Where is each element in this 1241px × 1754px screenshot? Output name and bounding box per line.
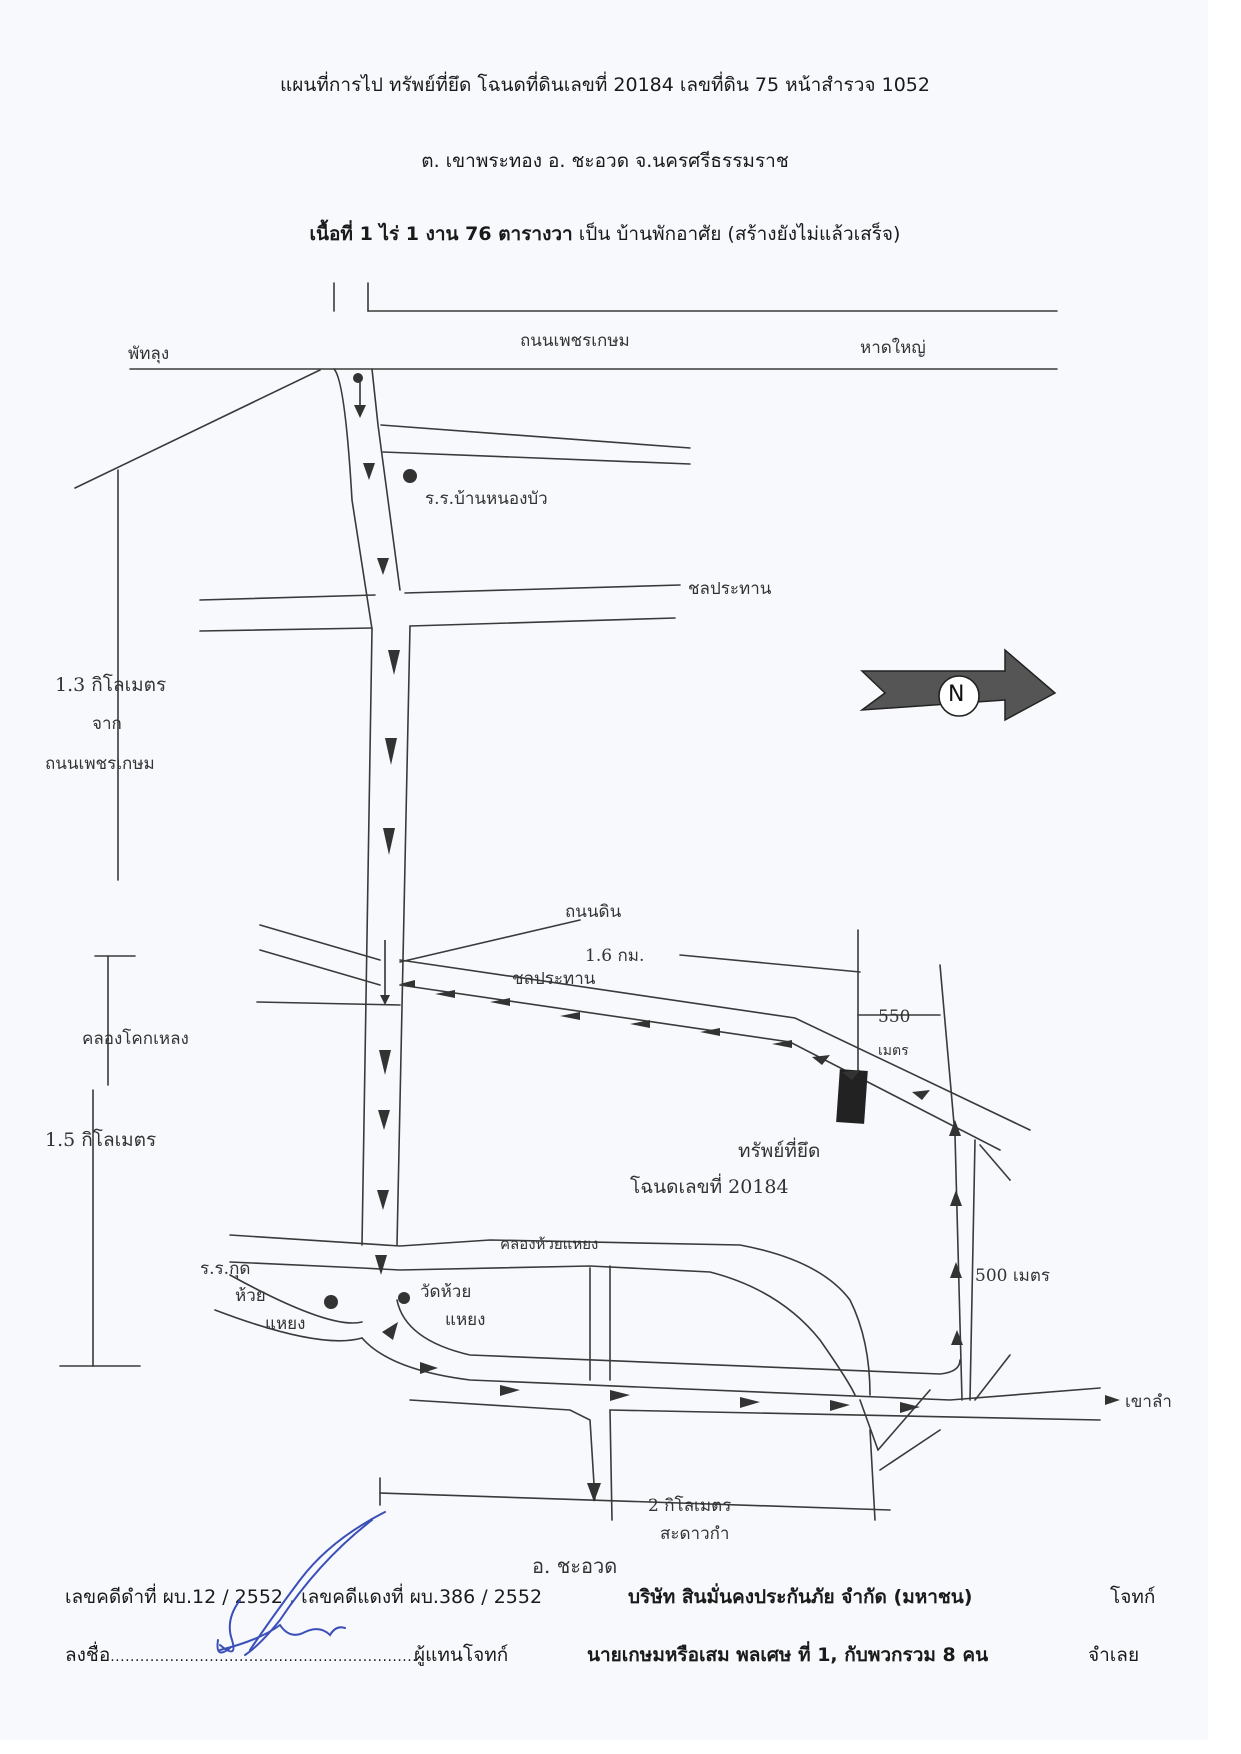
label-phetkasem-road: ถนนเพชรเกษม xyxy=(520,331,630,351)
side-road-top-2 xyxy=(382,451,691,465)
label-irrigation-mid: ชลประทาน xyxy=(512,969,596,989)
plaintiff-label: โจทก์ xyxy=(1110,1586,1155,1608)
side-road-top-1 xyxy=(380,424,691,449)
canal-bottom xyxy=(229,1261,856,1396)
right-road-east-right xyxy=(969,1139,976,1401)
label-hatyai: หาดใหญ่ xyxy=(860,338,926,358)
dirt-road-leader xyxy=(399,919,581,963)
label-chawat: อ. ชะอวด xyxy=(532,1554,618,1578)
defendant-label: จำเลย xyxy=(1088,1644,1140,1666)
road-lower-left-2 xyxy=(229,1274,363,1324)
cross-road-1-top xyxy=(199,594,376,601)
road-south-right-lower xyxy=(609,1409,613,1521)
label-school-ban-nong-bua: ร.ร.บ้านหนองบัว xyxy=(425,489,548,509)
label-distance-1-6: 1.6 กม. xyxy=(585,946,645,966)
header-line-3: เนื้อที่ 1 ไร่ 1 งาน 76 ตารางวา เป็น บ้า… xyxy=(0,219,1210,249)
cross-road-1-bottom-r xyxy=(409,617,676,627)
road-curve-lower-2 xyxy=(877,1389,931,1451)
arrow-to-khao-lam xyxy=(1105,1395,1120,1405)
road-east-branch xyxy=(974,1354,1011,1401)
label-from-phetkasem: ถนนเพชรเกษม xyxy=(45,754,155,774)
label-khao-lam: เขาลำ xyxy=(1125,1392,1172,1412)
temple-dot xyxy=(398,1292,410,1304)
header-area: เนื้อที่ 1 ไร่ 1 งาน 76 ตารางวา xyxy=(309,223,573,245)
leader-line-left xyxy=(74,369,321,489)
canal-road-left-2 xyxy=(259,949,381,986)
sign-dots: ........................................… xyxy=(110,1649,418,1665)
dim-1-6 xyxy=(679,954,861,973)
label-distance-2km: 2 กิโลเมตร xyxy=(648,1496,732,1516)
start-arrow-head xyxy=(354,405,366,418)
label-dirt-road: ถนนดิน xyxy=(565,902,622,922)
label-meters-550: เมตร xyxy=(878,1043,909,1059)
canal-left-line xyxy=(256,1001,401,1006)
label-deed-number: โฉนดเลขที่ 20184 xyxy=(630,1176,789,1198)
right-road-1 xyxy=(939,964,956,1136)
south-road-top-inner xyxy=(396,1299,961,1375)
south-road-top xyxy=(361,1337,1101,1401)
main-road-right-mid xyxy=(396,625,411,1246)
header-usage: เป็น บ้านพักอาศัย (สร้างยังไม่แล้วเสร็จ) xyxy=(578,223,901,245)
canal-road-left-1 xyxy=(259,924,381,961)
route-arrows-south xyxy=(363,463,601,1502)
header-line-2: ต. เขาพระทอง อ. ชะอวด จ.นครศรีธรรมราช xyxy=(421,150,789,172)
dim-2km-line xyxy=(379,1492,891,1511)
label-temple: วัดห้วย xyxy=(420,1282,472,1302)
label-distance-500: 500 เมตร xyxy=(975,1266,1051,1286)
route-arrows-east xyxy=(382,1322,920,1413)
label-school-kut: ร.ร.กุด xyxy=(200,1259,251,1279)
label-distance-550: 550 xyxy=(878,1007,911,1027)
road-curve-lower-1 xyxy=(859,1399,879,1451)
road-curve-lower-3 xyxy=(869,1429,876,1521)
plaintiff-company: บริษัท สินมั่นคงประกันภัย จำกัด (มหาชน) xyxy=(628,1586,973,1608)
cross-road-1-bottom xyxy=(199,627,373,632)
school-ban-nong-bua-dot xyxy=(403,469,417,483)
label-irrigation-top: ชลประทาน xyxy=(688,579,772,599)
label-seized-property: ทรัพย์ที่ยึด xyxy=(738,1140,821,1162)
cross-road-1-top-r xyxy=(404,584,681,594)
main-road-left-mid xyxy=(361,628,373,1246)
south-road-bottom-right xyxy=(609,1409,1101,1421)
label-distance-1-3: 1.3 กิโลเมตร xyxy=(55,674,167,696)
label-canal-huai-haeng: คลองห้วยแหยง xyxy=(500,1235,599,1253)
sign-prefix: ลงชื่อ xyxy=(65,1644,111,1666)
north-label: N xyxy=(948,682,965,707)
page-edge xyxy=(1208,0,1241,1754)
right-road-east-left xyxy=(954,1134,963,1401)
label-sadao: สะดาวกำ xyxy=(660,1524,730,1544)
defendant-name: นายเกษมหรือเสม พลเศษ ที่ 1, กับพวกรวม 8 … xyxy=(587,1644,989,1666)
label-phatthalung: พัทลุง xyxy=(128,344,170,364)
sign-role: ผู้แทนโจทก์ xyxy=(414,1644,509,1666)
case-numbers: เลขคดีดำที่ ผบ.12 / 2552 , เลขคดีแดงที่ … xyxy=(65,1586,543,1608)
label-school-kut-2: ห้วย xyxy=(235,1286,266,1306)
road-curve-lower-4 xyxy=(879,1429,941,1471)
right-road-branch xyxy=(979,1144,1011,1181)
label-canal-khok-leng: คลองโคกเหลง xyxy=(82,1029,189,1049)
label-school-kut-3: แหยง xyxy=(265,1314,306,1334)
route-arrows-north xyxy=(949,1120,963,1345)
seized-property-marker xyxy=(836,1069,868,1124)
signature-line: ลงชื่อ..................................… xyxy=(65,1640,417,1670)
route-arrows-west xyxy=(400,980,930,1100)
north-arrow-icon xyxy=(859,648,1057,722)
label-from: จาก xyxy=(92,714,122,734)
label-temple-2: แหยง xyxy=(445,1310,486,1330)
main-road-right-upper xyxy=(371,368,401,591)
road-lower-left-1 xyxy=(214,1309,363,1342)
south-road-bottom-left xyxy=(409,1399,596,1501)
canal-top xyxy=(229,1234,871,1396)
main-road-left-upper xyxy=(333,368,373,630)
turn-arrow-head xyxy=(380,995,390,1005)
label-distance-1-5: 1.5 กิโลเมตร xyxy=(45,1129,157,1151)
document-page xyxy=(0,0,1210,1740)
start-point xyxy=(353,373,363,383)
school-kut-dot xyxy=(324,1295,338,1309)
header-line-1: แผนที่การไป ทรัพย์ที่ยึด โฉนดที่ดินเลขที… xyxy=(280,74,930,96)
